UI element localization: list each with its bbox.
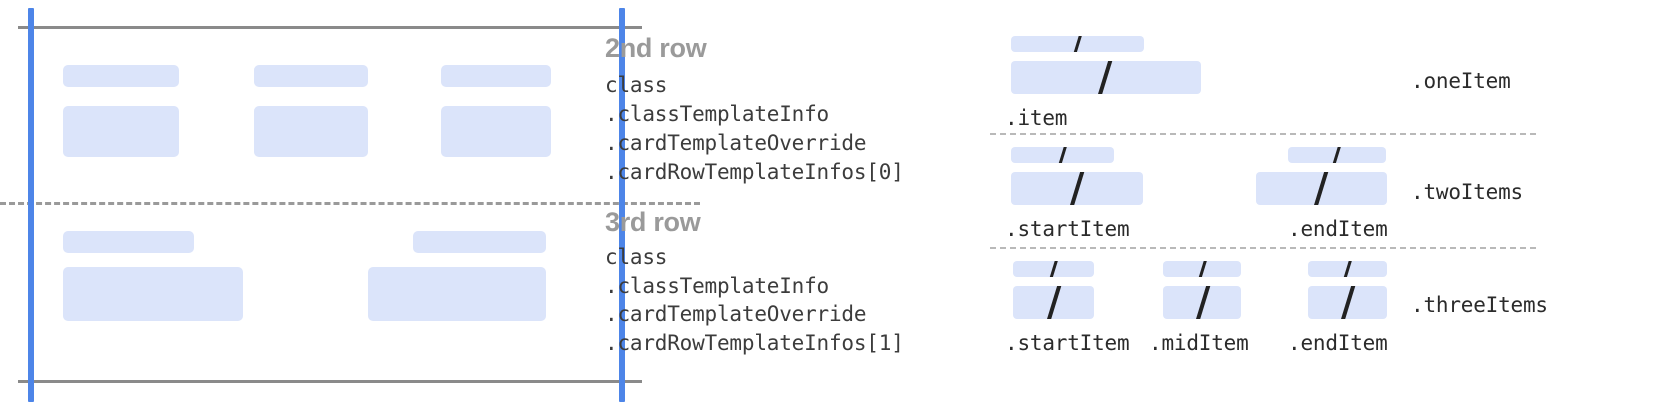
second-row-code-line-4: .cardRowTemplateInfos[0] [605, 160, 904, 184]
slash-mark [1097, 61, 1113, 94]
item-slot-title-bar [1011, 36, 1144, 52]
item-slot-label: .item [1005, 106, 1068, 130]
card-top-rule [18, 26, 642, 29]
cell-1-title-bar [63, 231, 194, 253]
annotations-column: 2nd row class .classTemplateInfo .cardTe… [605, 33, 904, 355]
two-items-tag: .twoItems [1411, 180, 1523, 204]
second-row-code-line-2: .classTemplateInfo [605, 102, 829, 126]
start-item-slot-body-box [1013, 286, 1094, 319]
slash-mark [1340, 286, 1356, 319]
slash-mark [1331, 147, 1342, 163]
start-item-slot-title-bar [1011, 147, 1114, 163]
slash-mark [1197, 261, 1208, 277]
card-rows-preview [0, 0, 700, 412]
variant-separator-dashed [990, 133, 1536, 135]
variant-separator-dashed [990, 247, 1536, 249]
mid-item-slot-label: .midItem [1149, 331, 1249, 355]
third-row-code-line-3: .cardTemplateOverride [605, 302, 867, 326]
end-item-slot-body-box [1308, 286, 1387, 319]
cell-1-body-box [63, 267, 243, 321]
slash-mark [1072, 36, 1083, 52]
slash-mark [1069, 172, 1085, 205]
second-row-heading: 2nd row [605, 33, 707, 63]
mid-item-slot-body-box [1163, 286, 1241, 319]
start-item-slot-title-bar [1013, 261, 1094, 277]
third-row-heading: 3rd row [605, 207, 701, 237]
second-row-code-line-3: .cardTemplateOverride [605, 131, 867, 155]
one-item-tag: .oneItem [1411, 69, 1511, 93]
slash-mark [1046, 286, 1062, 319]
right-margin-rail [619, 8, 625, 402]
slash-mark [1313, 172, 1329, 205]
third-row-code-line-1: class [605, 245, 668, 269]
cell-2-body-box [368, 267, 546, 321]
mid-item-slot-title-bar [1163, 261, 1241, 277]
item-slot-body-box [1011, 61, 1201, 94]
third-row-code-line-2: .classTemplateInfo [605, 274, 829, 298]
three-items-tag: .threeItems [1411, 293, 1548, 317]
slash-mark [1195, 286, 1211, 319]
start-item-slot-body-box [1011, 172, 1143, 205]
cell-1-body-box [63, 106, 179, 157]
cell-2-body-box [254, 106, 368, 157]
left-margin-rail [28, 8, 34, 402]
end-item-slot-label: .endItem [1288, 331, 1388, 355]
end-item-slot-title-bar [1308, 261, 1387, 277]
cell-2-title-bar [413, 231, 546, 253]
second-row-code-line-1: class [605, 73, 668, 97]
start-item-slot-label: .startItem [1005, 331, 1130, 355]
cell-1-title-bar [63, 65, 179, 87]
third-row-code-line-4: .cardRowTemplateInfos[1] [605, 331, 904, 355]
card-bottom-rule [18, 380, 642, 383]
row-separator-dashed [0, 202, 700, 205]
cell-3-title-bar [441, 65, 551, 87]
slash-mark [1057, 147, 1068, 163]
start-item-slot-label: .startItem [1005, 217, 1130, 241]
cell-3-body-box [441, 106, 551, 157]
end-item-slot-title-bar [1288, 147, 1386, 163]
end-item-slot-label: .endItem [1288, 217, 1388, 241]
slash-mark [1342, 261, 1353, 277]
end-item-slot-body-box [1256, 172, 1387, 205]
slash-mark [1048, 261, 1059, 277]
cell-2-title-bar [254, 65, 368, 87]
